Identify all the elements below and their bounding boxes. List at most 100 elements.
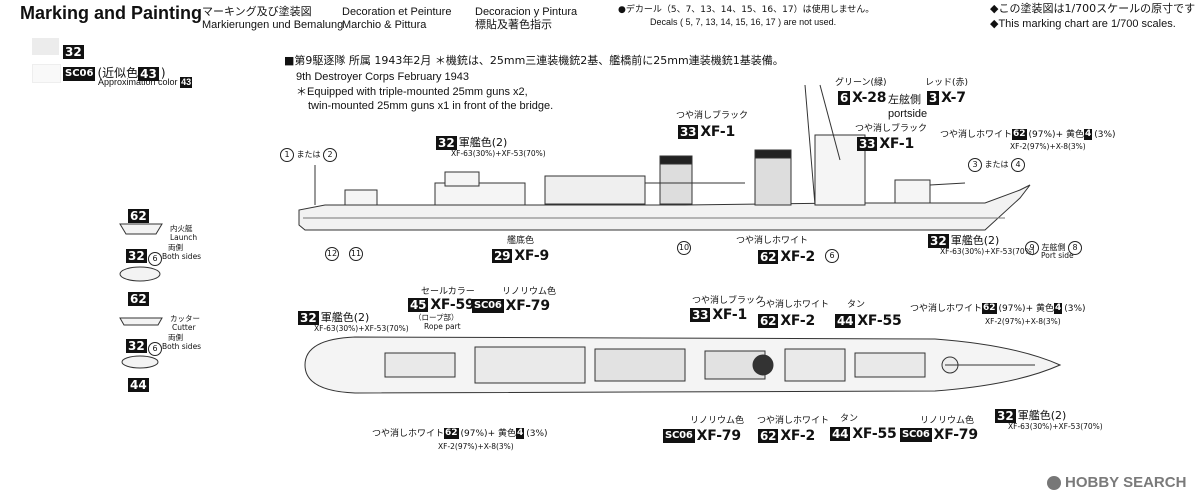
funnel-top-black [752,354,774,376]
launch-jp: 内火艇 [170,224,193,233]
cutter-marker: 6 [148,336,162,356]
lino-jp: リノリウム色 [502,287,557,297]
cutter-code-bottom: 44 [128,377,149,392]
marker-12: 12 [325,241,339,261]
cutter-side-code: 32 [126,338,147,353]
marker-9-8: 9 左舷側 8 [1025,241,1083,255]
sail-jp: セールカラー [421,287,475,297]
note-en-2: ＊Equipped with triple-mounted 25mm guns … [296,86,528,98]
green-jp: グリーン(緑) [835,78,887,88]
title-fr: Decoration et Peinture [342,6,452,18]
rope-jp: （ロープ部） [414,313,459,322]
bridge [815,135,865,205]
page-title: Marking and Painting [20,3,203,23]
launch-both-en: Both sides [162,252,202,261]
launch-code-top: 62 [128,208,149,223]
gunship-top-mix: XF-63(30%)+XF-53(70%) [314,324,409,333]
flat-white-2-jp: つや消しホワイト [736,236,809,246]
launch-en: Launch [170,233,198,242]
portside-jp: 左舷側 [888,93,921,106]
hull-red-jp: 艦底色 [507,236,535,246]
turret-aft [345,190,377,205]
scale-note-en: ◆This marking chart are 1/700 scales. [990,18,1176,30]
launch-side [119,223,163,235]
gunship-mix: XF-63(30%)+XF-53(70%) [451,149,546,158]
cutter-top [121,355,159,369]
decal-note-jp: ●デカール（5、7、13、14、15、16、17）は使用しません。 [618,5,875,15]
launch-marker: 6 [148,246,162,266]
flat-white-mix: XF-2(97%)+X-8(3%) [1010,142,1086,151]
b-white-jp: つや消しホワイト [757,416,830,426]
portside-en: portside [888,108,928,120]
turret-fwd [895,180,930,203]
title-es: Decoracion y Pintura [475,6,578,18]
marker-3-4: 3 または 4 [968,158,1026,172]
note-en-3: twin-mounted 25mm guns x1 in front of th… [308,100,554,112]
b-tan-jp: タン [840,414,859,424]
b-lino-jp: リノリウム色 [690,416,745,426]
rope-en: Rope part [424,322,461,331]
marker-10: 10 [677,235,691,255]
flat-black-1-jp: つや消しブラック [676,111,749,121]
bl-fw-mix: XF-2(97%)+X-8(3%) [438,442,514,451]
launch-both-jp: 両側 [168,243,183,252]
scale-note-jp: ◆この塗装図は1/700スケールの原寸です [990,2,1196,15]
launch-code-bottom: 62 [128,291,149,306]
top-view-ship [304,336,1062,394]
title-cn: 標貼及著色指示 [475,18,552,31]
top-white-jp: つや消しホワイト [757,300,830,310]
port-side-en: Port side [1041,251,1074,260]
turret-mid [445,172,479,186]
superstructure-aft [435,183,525,205]
title-it: Marchio & Pittura [342,19,427,31]
title-de: Markierungen und Bemalung [202,19,344,31]
top-fw-label: つや消しホワイト62(97%)+ 黄色4(3%) [910,303,1086,314]
funnel-fwd [755,150,791,205]
decal-note-en: Decals ( 5, 7, 13, 14, 15, 16, 17 ) are … [650,17,837,27]
hull-side [299,185,1030,230]
b-lino2-jp: リノリウム色 [920,416,975,426]
flat-black-2-jp: つや消しブラック [855,124,928,134]
red-jp: レッド(赤) [925,78,969,88]
cutter-side [119,317,163,326]
b-gun-mix: XF-63(30%)+XF-53(70%) [1008,422,1103,431]
marker-1-2: 1 または 2 [280,148,338,162]
launch-side-code: 32 [126,248,147,263]
cutter-both-en: Both sides [162,342,202,351]
swatch-white [32,64,61,83]
swatch-code-32: 32 [63,44,84,59]
brand-logo-icon [1047,475,1061,490]
watermark: HOBBY SEARCH [1047,474,1186,491]
top-black-jp: つや消しブラック [692,296,765,306]
approx-label: Approximation color 43 [98,77,193,89]
bl-fw-label: つや消しホワイト62(97%)+ 黄色4(3%) [372,428,548,439]
cutter-jp: カッター [170,314,200,323]
swatch-light-grey [32,38,59,55]
launch-top [119,266,161,282]
cutter-en: Cutter [172,323,196,332]
top-tan-jp: タン [847,300,866,310]
marker-11: 11 [349,241,363,261]
top-fw-mix: XF-2(97%)+X-8(3%) [985,317,1061,326]
note-jp: ■第9駆逐隊 所属 1943年2月 ＊機銃は、25mm三連装機銃2基、艦橋前に2… [284,54,784,67]
flat-white-label: つや消しホワイト62(97%)+ 黄色4(3%) [940,129,1116,140]
cutter-both-jp: 両側 [168,333,183,342]
